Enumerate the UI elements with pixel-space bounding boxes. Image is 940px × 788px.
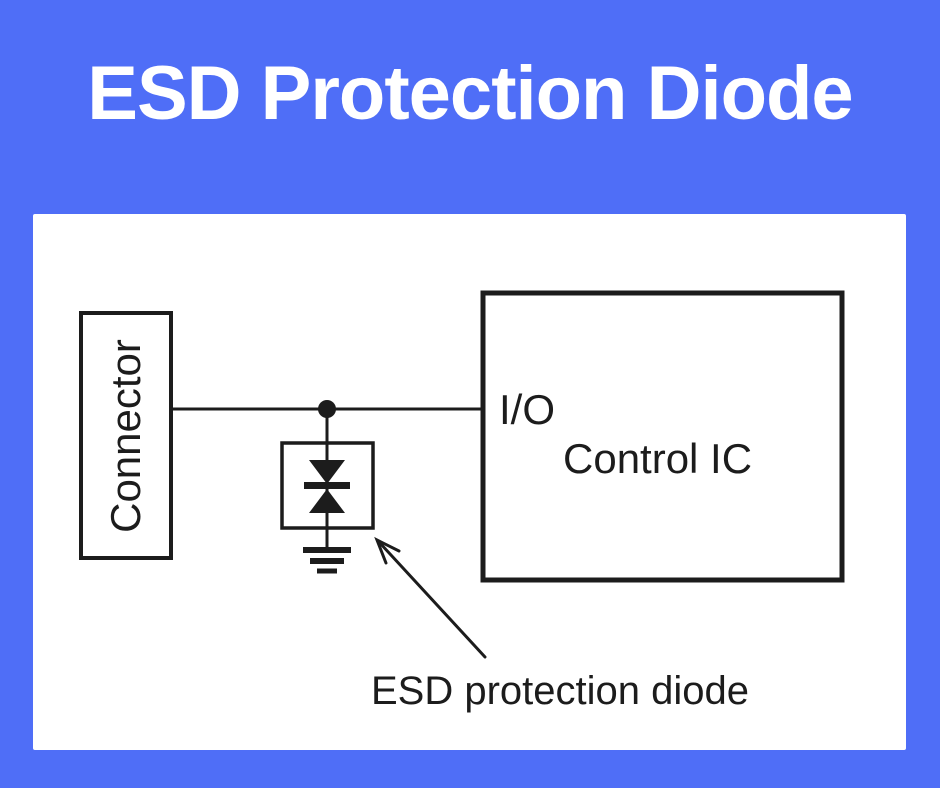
junction-dot <box>318 400 336 418</box>
circuit-schematic: Connector I/O Control IC <box>79 290 845 713</box>
io-port-label: I/O <box>499 386 555 433</box>
pointer-arrow-icon <box>374 536 487 659</box>
connector-box <box>79 311 173 560</box>
control-ic-label: Control IC <box>563 435 752 482</box>
diagram-panel: Connector I/O Control IC <box>33 214 906 750</box>
connector-label: Connector <box>102 339 149 533</box>
ground-icon <box>303 547 351 574</box>
page-title: ESD Protection Diode <box>87 51 853 136</box>
control-ic-box <box>480 290 845 583</box>
esd-diode-label: ESD protection diode <box>371 669 749 713</box>
bidirectional-tvs-diode-icon <box>304 460 350 513</box>
